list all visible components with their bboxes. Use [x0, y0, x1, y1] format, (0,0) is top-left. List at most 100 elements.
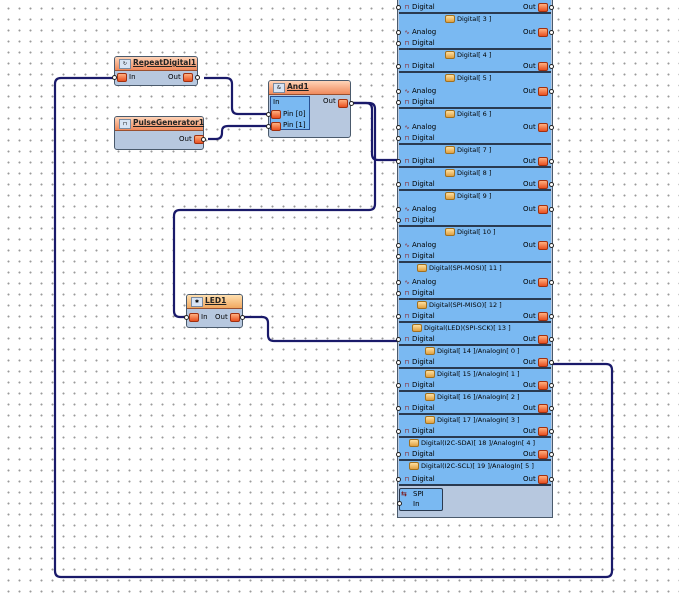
output-connector[interactable]	[549, 406, 554, 411]
output-connector[interactable]	[549, 64, 554, 69]
output-connector[interactable]	[549, 429, 554, 434]
digital-input-connector[interactable]	[396, 254, 401, 259]
output-pin-icon[interactable]	[538, 312, 548, 321]
digital-input-connector[interactable]	[396, 5, 401, 10]
input-pin-0-icon[interactable]	[271, 110, 281, 119]
output-pin-icon[interactable]	[538, 62, 548, 71]
output-pin-icon[interactable]	[338, 99, 348, 108]
digital-input-connector[interactable]	[396, 291, 401, 296]
analog-input-connector[interactable]	[396, 125, 401, 130]
output-pin-icon[interactable]	[538, 358, 548, 367]
output-pin-icon[interactable]	[230, 313, 240, 322]
digital-input-connector[interactable]	[396, 429, 401, 434]
board-channel[interactable]: Digital(I2C-SDA)[ 18 ]/AnalogIn[ 4 ]⊓Dig…	[396, 438, 554, 461]
output-pin-icon[interactable]	[538, 335, 548, 344]
digital-input-connector[interactable]	[396, 136, 401, 141]
output-pin-icon[interactable]	[538, 427, 548, 436]
board-channel[interactable]: Digital(I2C-SCL)[ 19 ]/AnalogIn[ 5 ]⊓Dig…	[396, 461, 554, 486]
output-pin-icon[interactable]	[538, 404, 548, 413]
output-connector[interactable]	[549, 159, 554, 164]
input-pin-1-icon[interactable]	[271, 122, 281, 131]
output-pin-icon[interactable]	[538, 123, 548, 132]
repeat-digital-component[interactable]: ↻ RepeatDigital1 In Out	[112, 56, 200, 86]
spi-input-connector[interactable]	[397, 501, 402, 506]
output-pin-icon[interactable]	[538, 205, 548, 214]
component-header[interactable]: ✱ LED1	[187, 295, 242, 309]
output-pin-icon[interactable]	[538, 87, 548, 96]
analog-input-connector[interactable]	[396, 280, 401, 285]
output-connector[interactable]	[240, 315, 245, 320]
led-component[interactable]: ✱ LED1 In Out	[184, 294, 245, 328]
output-connector[interactable]	[549, 207, 554, 212]
output-pin-icon[interactable]	[538, 381, 548, 390]
output-pin-icon[interactable]	[538, 450, 548, 459]
output-connector[interactable]	[549, 182, 554, 187]
output-connector[interactable]	[549, 30, 554, 35]
digital-input-connector[interactable]	[396, 182, 401, 187]
output-pin-icon[interactable]	[538, 28, 548, 37]
output-connector[interactable]	[201, 137, 206, 142]
output-connector[interactable]	[349, 101, 354, 106]
output-pin-icon[interactable]	[183, 73, 193, 82]
component-header[interactable]: & And1	[269, 81, 350, 95]
digital-input-connector[interactable]	[396, 100, 401, 105]
output-connector[interactable]	[549, 452, 554, 457]
output-connector[interactable]	[549, 477, 554, 482]
output-pin-icon[interactable]	[538, 475, 548, 484]
digital-input-connector[interactable]	[396, 452, 401, 457]
digital-input-connector[interactable]	[396, 314, 401, 319]
digital-input-connector[interactable]	[396, 218, 401, 223]
digital-input-connector[interactable]	[396, 64, 401, 69]
output-connector[interactable]	[549, 89, 554, 94]
output-connector[interactable]	[549, 125, 554, 130]
analog-input-connector[interactable]	[396, 30, 401, 35]
pulse-generator-component[interactable]: ⊓ PulseGenerator1 Out	[114, 116, 206, 150]
output-pin-icon[interactable]	[538, 180, 548, 189]
output-connector[interactable]	[549, 383, 554, 388]
digital-input-connector[interactable]	[396, 360, 401, 365]
spi-channel[interactable]: ⇆ SPI In	[397, 488, 443, 511]
analog-input-connector[interactable]	[396, 243, 401, 248]
digital-input-connector[interactable]	[396, 159, 401, 164]
digital-input-connector[interactable]	[396, 477, 401, 482]
input-pin-icon[interactable]	[189, 313, 199, 322]
output-connector[interactable]	[195, 75, 200, 80]
output-pin-icon[interactable]	[538, 3, 548, 12]
output-pin-icon[interactable]	[538, 241, 548, 250]
output-connector[interactable]	[549, 360, 554, 365]
digital-input-connector[interactable]	[396, 383, 401, 388]
digital-input-connector[interactable]	[396, 406, 401, 411]
output-pin-icon[interactable]	[538, 278, 548, 287]
component-header[interactable]: ⊓ PulseGenerator1	[115, 117, 204, 131]
output-connector[interactable]	[549, 280, 554, 285]
and-gate-component[interactable]: & And1 In Pin [0] Pin [1] Out	[266, 80, 354, 138]
output-connector[interactable]	[549, 243, 554, 248]
output-connector[interactable]	[549, 5, 554, 10]
analog-input-connector[interactable]	[396, 89, 401, 94]
component-header[interactable]: ↻ RepeatDigital1	[115, 57, 197, 71]
digital-input-connector[interactable]	[396, 41, 401, 46]
output-pin-icon[interactable]	[538, 157, 548, 166]
digital-input-connector[interactable]	[396, 337, 401, 342]
output-connector[interactable]	[549, 314, 554, 319]
output-connector[interactable]	[549, 337, 554, 342]
input-pin-icon[interactable]	[117, 73, 127, 82]
analog-input-connector[interactable]	[396, 207, 401, 212]
